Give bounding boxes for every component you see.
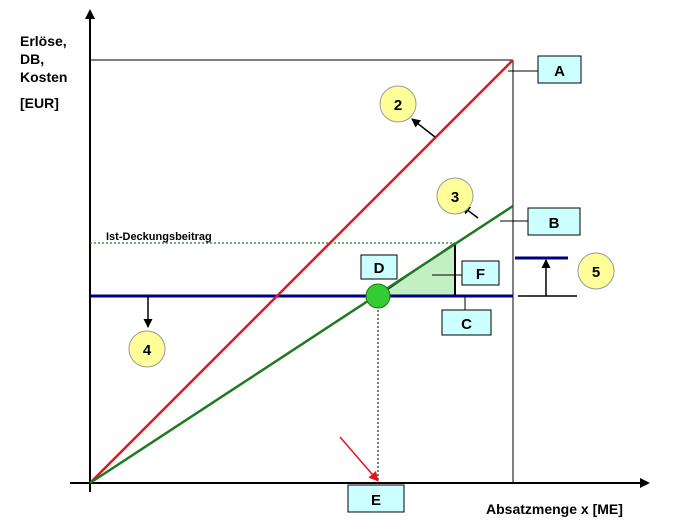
db-line — [89, 204, 514, 485]
box-f: F — [461, 260, 500, 286]
box-c: C — [441, 309, 492, 336]
svg-text:F: F — [476, 266, 485, 283]
svg-text:B: B — [549, 215, 560, 232]
revenue-line — [89, 59, 514, 484]
break-even-point — [365, 283, 391, 309]
box-b: B — [527, 207, 581, 236]
box-e: E — [347, 484, 405, 513]
circle-2: 2 — [379, 85, 417, 123]
svg-text:DB,: DB, — [20, 51, 44, 67]
svg-text:A: A — [554, 63, 565, 80]
svg-text:D: D — [374, 260, 385, 277]
circle-3: 3 — [436, 177, 474, 215]
svg-text:Erlöse,: Erlöse, — [20, 33, 67, 49]
y-axis-unit: [EUR] — [20, 95, 59, 111]
x-axis-label: Absatzmenge x [ME] — [486, 501, 623, 517]
svg-text:5: 5 — [592, 264, 600, 281]
svg-text:3: 3 — [451, 189, 459, 206]
box-a: A — [537, 55, 582, 84]
pointer-arrow-2 — [411, 118, 436, 138]
ist-deckungsbeitrag-label: Ist-Deckungsbeitrag — [106, 231, 212, 243]
box-d: D — [360, 254, 398, 280]
circle-4: 4 — [128, 330, 166, 368]
svg-text:Kosten: Kosten — [20, 69, 67, 85]
svg-text:4: 4 — [143, 342, 152, 359]
y-axis-label: Erlöse, DB, Kosten [EUR] — [20, 33, 67, 111]
svg-text:C: C — [461, 316, 472, 333]
svg-text:2: 2 — [394, 97, 402, 114]
svg-text:E: E — [371, 492, 381, 509]
circle-5: 5 — [577, 252, 615, 290]
red-arrow-to-e — [339, 436, 379, 482]
